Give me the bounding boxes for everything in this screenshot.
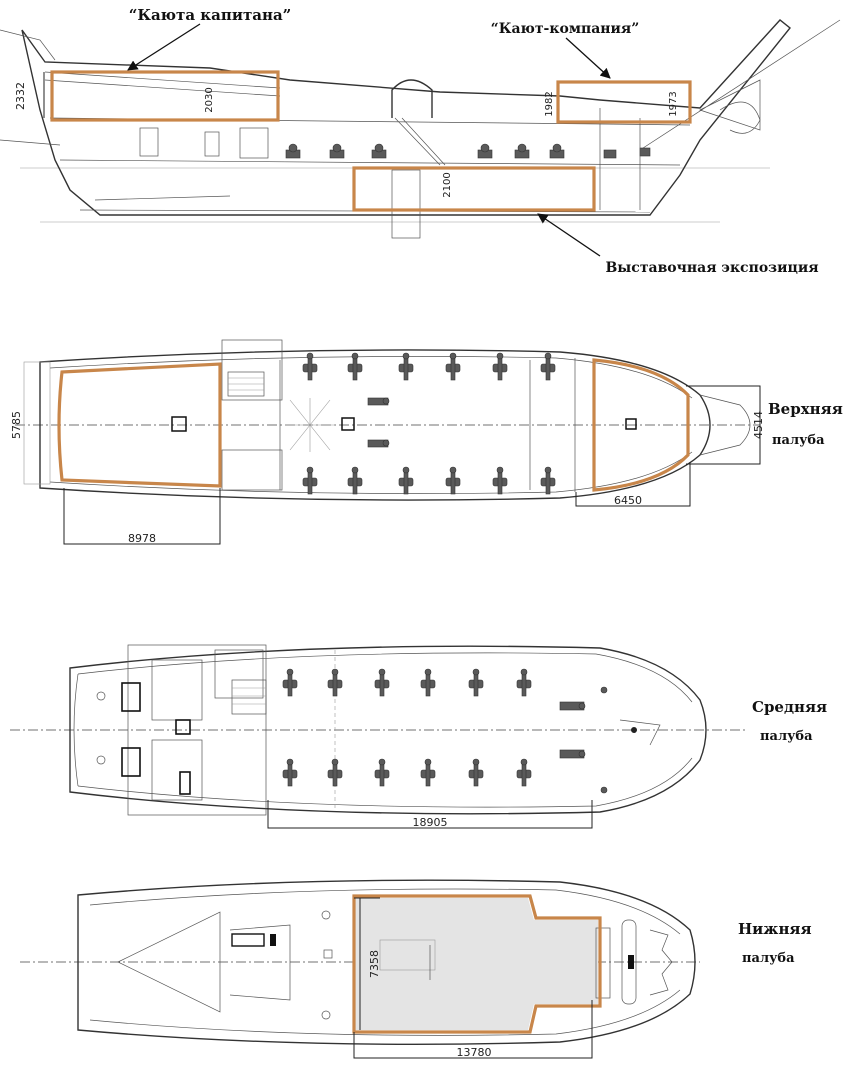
middle-deck-label-line1: Средняя [752, 698, 827, 716]
exhibition-arrow [537, 213, 601, 257]
lower-exhibition-highlight [352, 894, 602, 1034]
captain-cabin-label: “Каюта капитана” [129, 6, 292, 24]
wardroom-label: “Кают-компания” [491, 21, 640, 37]
wardroom-arrow [565, 37, 611, 79]
upper-deck-label-line1: Верхняя [768, 400, 843, 418]
dimension-7358: 7358 [368, 950, 381, 978]
exhibition-label: Выставочная экспозиция [605, 260, 818, 276]
dimension-1973: 1973 [668, 91, 679, 116]
dimension-2030: 2030 [204, 87, 215, 112]
dimension-6450: 6450 [614, 494, 642, 507]
lower-exhibition-area [354, 898, 598, 1030]
side-elevation-view: 2332 2030 1982 1973 2100 “Каюта капитана… [0, 6, 841, 276]
captain-cabin-highlight [50, 70, 280, 122]
dimension-1982: 1982 [544, 91, 555, 116]
lower-deck-plan: 7358 13780 Нижняя палуба [20, 879, 812, 1059]
dimension-5785: 5785 [10, 411, 23, 439]
middle-deck-label-line2: палуба [760, 729, 813, 744]
dimension-2100: 2100 [442, 172, 453, 197]
middle-deck-plan: 18905 Средняя палуба [10, 644, 827, 829]
exhibition-highlight [352, 166, 596, 212]
lower-deck-label-line1: Нижняя [738, 920, 812, 938]
upper-deck-label-line2: палуба [772, 433, 825, 448]
dimension-4514: 4514 [752, 411, 765, 439]
upper-deck-plan: 5785 8978 4514 6450 Верхняя палуба [10, 339, 843, 545]
upper-bow-highlight [592, 358, 690, 492]
dimension-13780: 13780 [457, 1046, 492, 1059]
dimension-8978: 8978 [128, 532, 156, 545]
lower-deck-label-line2: палуба [742, 951, 795, 966]
dimension-2332: 2332 [14, 82, 27, 110]
wardroom-highlight [556, 80, 692, 124]
dimension-18905: 18905 [413, 816, 448, 829]
upper-stern-highlight [57, 362, 222, 488]
captain-cabin-arrow [127, 23, 201, 71]
